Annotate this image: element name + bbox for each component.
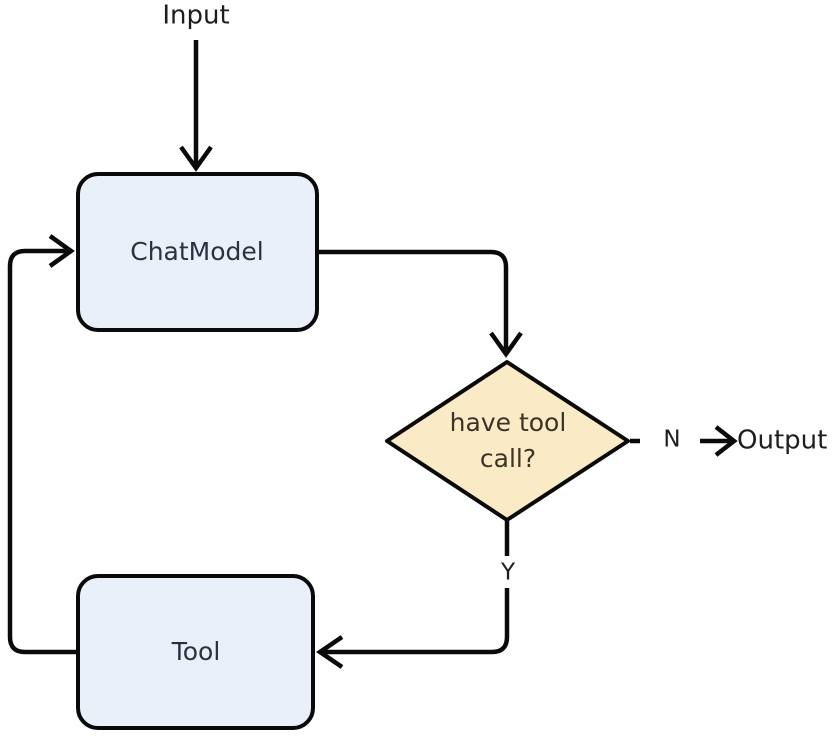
edge-chatmodel-to-decision-line [319, 249, 509, 352]
edge-tool-to-chatmodel [7, 234, 76, 655]
node-decision[interactable]: have tool call? [385, 360, 630, 522]
edge-label-yes: Y [500, 560, 516, 586]
terminal-output-label: Output [737, 426, 827, 456]
edge-chatmodel-to-decision [319, 249, 523, 358]
edge-decision-no-to-output [630, 425, 738, 457]
terminal-input-label: Input [162, 1, 229, 31]
node-chatmodel-label: ChatModel [130, 237, 263, 266]
node-chatmodel[interactable]: ChatModel [76, 172, 319, 332]
edge-decision-yes-lower-line [323, 588, 510, 655]
edge-input-to-chatmodel [179, 40, 213, 172]
edge-tool-to-chatmodel-line [7, 248, 76, 655]
node-tool-label: Tool [171, 637, 221, 666]
node-decision-shape[interactable] [385, 360, 630, 522]
node-tool-shape[interactable] [76, 574, 315, 730]
node-chatmodel-shape[interactable] [76, 172, 319, 332]
edge-chatmodel-to-decision-arrowhead [489, 331, 523, 358]
edge-input-to-chatmodel-arrowhead [179, 145, 213, 172]
edge-decision-yes-arrowhead [316, 635, 344, 669]
edge-to-output-arrowhead [714, 425, 738, 457]
edge-decision-yes-to-tool [316, 521, 510, 669]
node-decision-label-line2: call? [480, 444, 536, 473]
edge-label-no: N [663, 427, 680, 453]
node-tool[interactable]: Tool [76, 574, 315, 730]
edge-tool-to-chatmodel-arrowhead [48, 234, 75, 268]
node-decision-label-line1: have tool [450, 408, 567, 437]
